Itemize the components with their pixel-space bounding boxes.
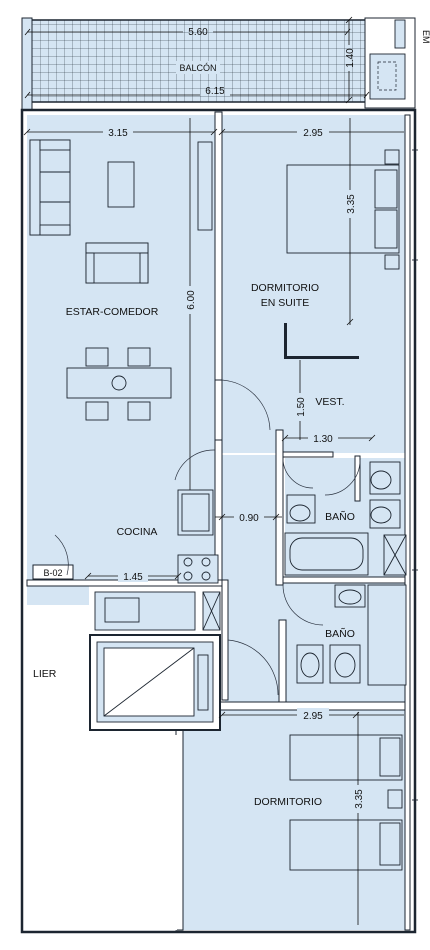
- estar-width: 3.15: [108, 128, 128, 139]
- dimension-vest-depth: 1.50: [293, 360, 307, 440]
- kitchen-passage-width: 0.90: [239, 513, 259, 524]
- balcony-dimension-bottom: 6.15: [24, 84, 370, 99]
- window-marks: [412, 149, 418, 801]
- balcony-width-top: 5.60: [188, 27, 208, 38]
- corner-mark: EM: [421, 30, 430, 44]
- bathroom-label: BAÑO: [325, 627, 355, 640]
- vest-label: VEST.: [315, 396, 344, 408]
- dimension-suite-width: 2.95: [218, 125, 404, 139]
- dimension-estar-length: 6.00: [183, 118, 197, 490]
- estar-comedor-label: ESTAR-COMEDOR: [66, 306, 159, 318]
- bedroom-width: 2.95: [303, 711, 323, 722]
- laundry-unit: [89, 634, 221, 731]
- balcony-width-bottom: 6.15: [205, 86, 225, 97]
- dimension-kitchen-counter: 1.45: [84, 569, 182, 583]
- balcony-dimension-top: 5.60: [24, 25, 351, 38]
- dimension-estar-width: 3.15: [23, 125, 218, 139]
- coffee-table: [107, 161, 135, 208]
- dimension-bedroom-depth: 3.35: [351, 712, 365, 925]
- suite-width: 2.95: [303, 128, 323, 139]
- dimension-vest-width: 1.30: [281, 431, 376, 445]
- suite-label-line2: EN SUITE: [261, 297, 309, 309]
- kitchen-label: COCINA: [117, 526, 158, 538]
- room-cocina: [27, 455, 177, 580]
- bathroom-fixtures: [296, 584, 407, 686]
- dining-table: [66, 347, 172, 421]
- kitchen-fixtures: [94, 489, 221, 631]
- suite-bathroom-fixtures: [284, 461, 407, 576]
- sofa: [29, 139, 71, 236]
- suite-bathroom-label: BAÑO: [325, 510, 355, 523]
- laundry-label: LIER: [33, 668, 57, 680]
- balcony-dimension-depth: 1.40: [343, 16, 356, 104]
- kitchen-counter-width: 1.45: [123, 572, 143, 583]
- door-swings: [54, 379, 361, 696]
- vest-width: 1.30: [313, 434, 333, 445]
- vest-depth: 1.50: [296, 397, 307, 417]
- interior-walls: [26, 111, 411, 931]
- unit-tag: B-02: [32, 564, 74, 580]
- estar-length: 6.00: [186, 290, 197, 310]
- dimension-kitchen-passage: 0.90: [215, 510, 282, 524]
- suite-depth: 3.35: [346, 194, 357, 214]
- bedroom-label: DORMITORIO: [254, 796, 322, 808]
- balcony-label: BALCÓN: [179, 63, 216, 73]
- bedroom-depth: 3.35: [354, 789, 365, 809]
- unit-tag-text: B-02: [43, 568, 62, 578]
- suite-label-line1: DORMITORIO: [251, 282, 319, 294]
- tv-cabinet: [197, 141, 213, 231]
- armchair: [85, 242, 149, 284]
- balcony-depth: 1.40: [345, 48, 356, 68]
- bedroom-beds: [289, 734, 403, 871]
- dimension-suite-depth: 3.35: [343, 118, 357, 326]
- balcony-label-group: BALCÓN: [176, 61, 220, 74]
- dimension-bedroom-width: 2.95: [218, 708, 404, 722]
